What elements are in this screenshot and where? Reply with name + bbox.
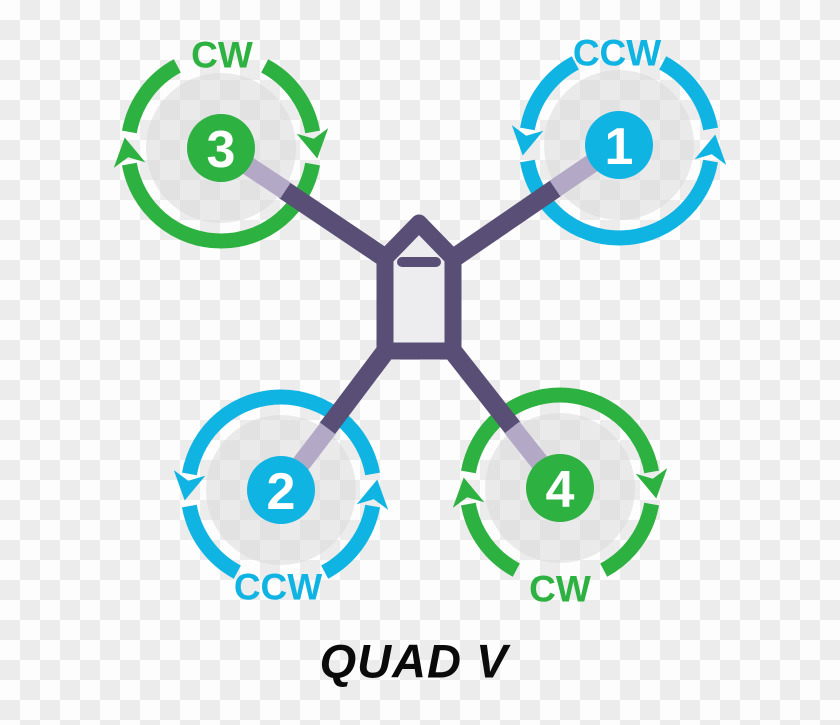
arm-top-left [278,182,397,270]
motor-number-4: 4 [546,461,575,519]
rotation-label-motor-4: CW [529,569,591,610]
fuselage-slot [397,257,441,267]
motor-number-3: 3 [207,121,236,179]
rotation-labels: CW CCW CCW CW [191,33,661,610]
motor-number-2: 2 [267,463,296,521]
fuselage-body [376,214,462,360]
motor-hub-4 [526,454,594,522]
motor-hubs: 3 1 2 4 [187,111,653,524]
diagram-title: QUAD V [320,635,511,688]
arm-bottom-right [443,343,521,434]
motor-hub-1 [585,111,653,179]
motor-hub-3 [187,114,255,182]
rotation-label-motor-3: CW [191,35,253,76]
arm-bottom-left [319,342,396,435]
fuselage-group [376,214,462,360]
motor-hub-2 [247,456,315,524]
rotation-label-motor-1: CCW [573,33,661,74]
motor-number-1: 1 [605,118,634,176]
arm-top-right [442,180,562,270]
rotation-label-motor-2: CCW [234,567,322,608]
